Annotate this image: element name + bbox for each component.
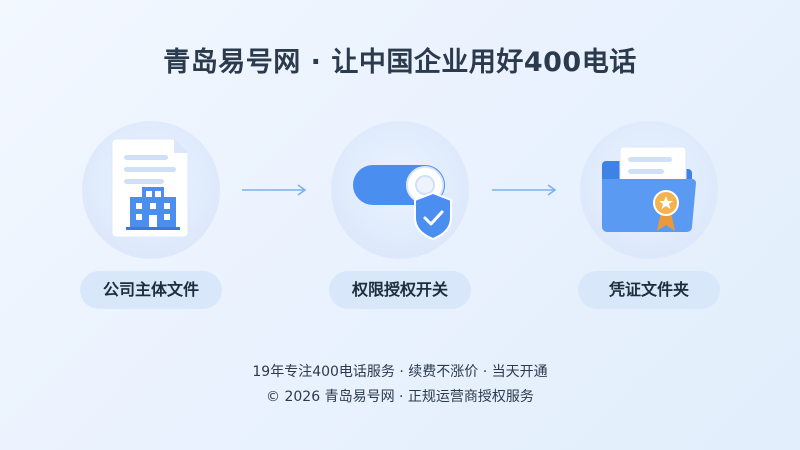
certificate-folder-icon	[602, 146, 696, 232]
footer-tagline: 19年专注400电话服务 · 续费不涨价 · 当天开通	[252, 364, 548, 380]
page-title: 青岛易号网 · 让中国企业用好400电话	[163, 47, 637, 78]
step-2-circle	[331, 121, 469, 259]
step-1-circle	[82, 121, 220, 259]
company-document-icon	[111, 138, 189, 238]
footer-copyright: © 2026 青岛易号网 · 正规运营商授权服务	[266, 389, 534, 405]
arrow-right-icon	[492, 184, 557, 196]
step-2-label: 权限授权开关	[329, 271, 471, 309]
arrow-right-icon	[242, 184, 307, 196]
step-3-label: 凭证文件夹	[578, 271, 720, 309]
step-3-circle	[580, 121, 718, 259]
toggle-shield-icon	[353, 165, 452, 241]
step-1-label: 公司主体文件	[80, 271, 222, 309]
